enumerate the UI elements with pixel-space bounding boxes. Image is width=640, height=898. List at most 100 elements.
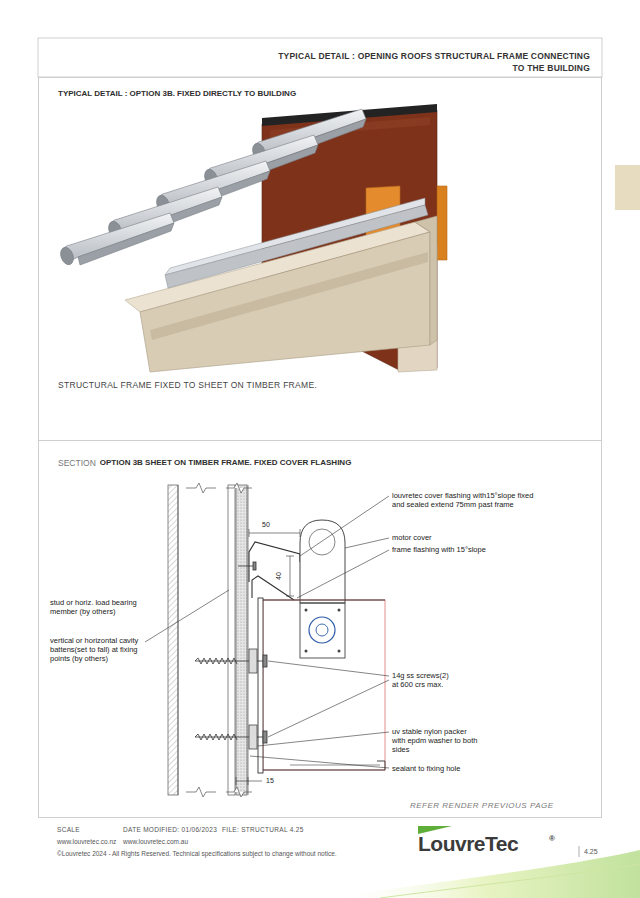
flashing-screw (253, 562, 256, 570)
footer-text: SCALE (57, 826, 80, 834)
callout-text: vertical or horizontal cavity battens(se… (50, 636, 142, 663)
section-cladding-sheet (236, 485, 248, 795)
flashing-screw (238, 566, 253, 567)
frame-beam-profile (309, 617, 335, 643)
page-number: 4.25 (584, 847, 598, 856)
break-symbol (226, 483, 252, 493)
leader-line (145, 496, 389, 768)
footer-text: www.louvretec.co.nz (57, 838, 116, 846)
callout-text: motor cover (392, 533, 542, 542)
section-stud (168, 485, 235, 795)
dimension-line (249, 529, 250, 537)
dimension-line (300, 529, 301, 537)
render-timber-beam (437, 186, 447, 260)
section-stud (228, 485, 235, 795)
header-frame (38, 38, 602, 77)
frame-flashing (252, 576, 294, 600)
nylon-packer (249, 649, 257, 749)
callout-text: stud or horiz. load bearing member (by o… (50, 598, 142, 616)
section-tab (615, 165, 640, 210)
logo-text: ® (549, 834, 555, 844)
nylon-packer (249, 649, 257, 673)
frame-beam-profile (305, 650, 308, 653)
render-panel: TYPICAL DETAIL : OPTION 3B. FIXED DIRECT… (38, 77, 602, 441)
break-symbol (186, 483, 252, 797)
fixing-screws (195, 658, 237, 664)
footer-text: www.louvretec.com.au (123, 838, 188, 846)
logo-text: LouvreTec (418, 832, 518, 856)
section-prefix: SECTION (58, 458, 96, 469)
render-louvre-blades (58, 245, 75, 266)
section-cladding-sheet (236, 485, 247, 795)
callout-text: uv stable nylon packer with epdm washer … (392, 727, 478, 754)
break-symbol (226, 787, 252, 797)
leader-line (268, 680, 389, 737)
frame-beam-profile (316, 624, 328, 636)
section-cladding-sheet (248, 485, 249, 795)
dimension-line (290, 556, 291, 596)
leader-line (258, 732, 389, 746)
dimension-line (236, 777, 237, 785)
leader-line (300, 496, 389, 556)
footer-swoosh (330, 850, 640, 898)
page-number-divider (579, 846, 580, 857)
frame-beam-profile (338, 609, 341, 612)
panel-caption: STRUCTURAL FRAME FIXED TO SHEET ON TIMBE… (58, 380, 317, 391)
leader-line (345, 538, 389, 548)
header-frame (38, 38, 602, 77)
nylon-packer (249, 725, 257, 749)
note-text: REFER RENDER PREVIOUS PAGE (410, 801, 554, 811)
footer-swoosh (330, 850, 640, 898)
frame-plate (258, 598, 263, 773)
motor-cover (300, 520, 345, 603)
frame-beam-profile (263, 600, 385, 770)
flashing-screw (238, 562, 256, 570)
frame-flashing (252, 576, 294, 600)
section-stud (178, 485, 179, 795)
break-symbol (186, 787, 216, 797)
frame-beam-profile (300, 603, 345, 658)
frame-beam-profile (305, 609, 308, 612)
dimension-line (286, 596, 294, 597)
leader-line (250, 756, 389, 768)
leader-line (268, 661, 389, 676)
callout-text: louvretec cover flashing with15°slope fi… (392, 491, 542, 509)
callout-text: 14g ss screws(2) at 600 crs max. (392, 671, 456, 689)
dimension-line (286, 556, 294, 557)
cover-flashing (249, 542, 300, 582)
frame-plate (258, 598, 263, 773)
fixing-screws (263, 655, 267, 667)
render-gutter-channel (165, 205, 428, 288)
callout-text: frame flashing with 15°slope (392, 545, 542, 554)
footer-swoosh (380, 864, 640, 898)
frame-beam-profile (263, 600, 385, 601)
section-tab (615, 165, 640, 210)
panel-heading: OPTION 3B SHEET ON TIMBER FRAME. FIXED C… (100, 458, 352, 468)
frame-beam-profile (290, 765, 380, 766)
break-symbol (186, 483, 216, 493)
callout-text: sealant to fixing hole (392, 764, 542, 773)
dimension-line (248, 777, 249, 785)
motor-cover (300, 520, 345, 603)
render-gutter-channel (165, 198, 428, 288)
dimension-line (249, 533, 300, 534)
frame-beam-profile (338, 650, 341, 653)
dimension-line (236, 781, 262, 782)
section-stud (168, 485, 178, 795)
leader-line (297, 550, 389, 598)
page-number-divider (579, 846, 580, 857)
footer-text: FILE: STRUCTURAL 4.25 (222, 826, 304, 834)
dimension-text: 50 (262, 520, 270, 529)
render-louvre-blades (78, 223, 174, 265)
footer-text: ©Louvretec 2024 - All Rights Reserved. T… (57, 850, 337, 858)
frame-beam-profile (263, 600, 385, 770)
page-heading: TYPICAL DETAIL : OPENING ROOFS STRUCTURA… (270, 50, 590, 74)
motor-cover (309, 529, 335, 555)
dimension-text: 40 (275, 572, 283, 580)
render-frame-beam (415, 216, 437, 345)
panel-heading: TYPICAL DETAIL : OPTION 3B. FIXED DIRECT… (58, 89, 296, 99)
cover-flashing (249, 542, 300, 582)
render-louvre-blades (58, 109, 366, 267)
